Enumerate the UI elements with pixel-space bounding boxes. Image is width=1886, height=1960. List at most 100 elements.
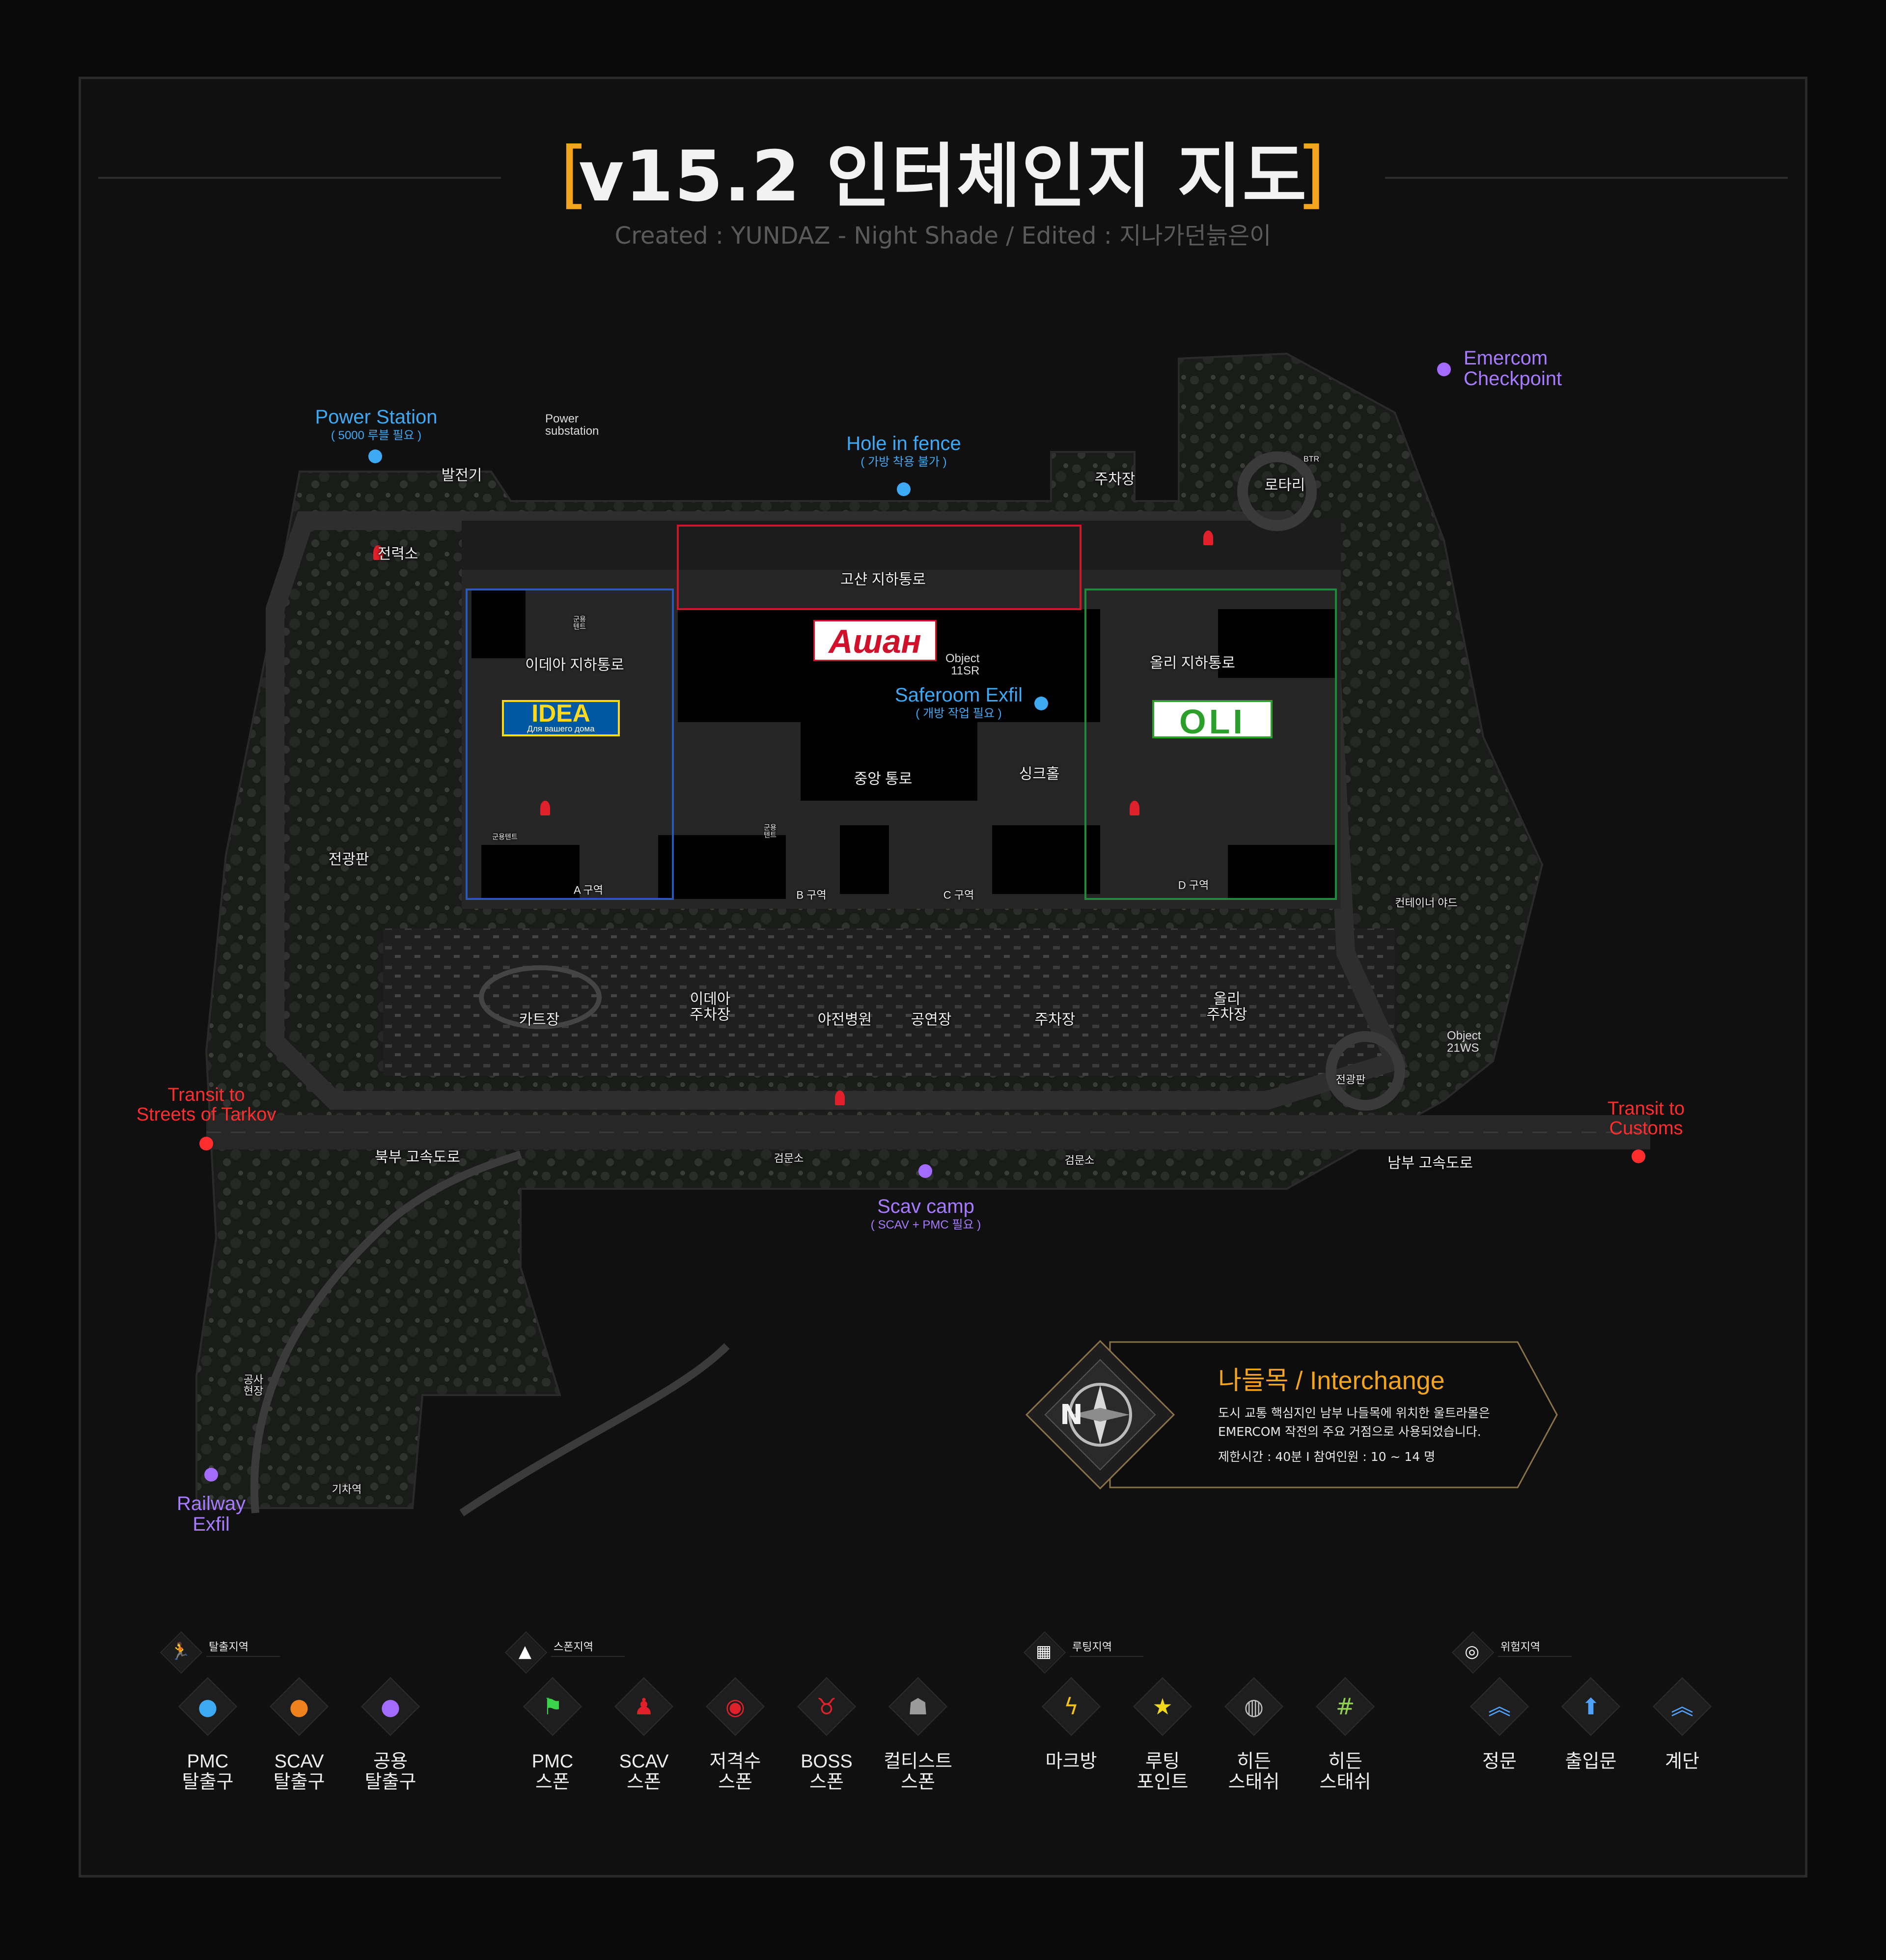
danger-target-icon: ◎	[1465, 1642, 1479, 1661]
legend-item-label: SCAV 스폰	[619, 1751, 669, 1792]
pmc-exit-icon: ●	[197, 1693, 218, 1720]
area-zone-b: B 구역	[796, 889, 827, 901]
area-oli-tunnel: 올리 지하통로	[1150, 655, 1235, 672]
exit-hole-in-fence-note: ( 가방 착용 불가 )	[860, 455, 947, 469]
hidden-stash-grid-icon: #	[1335, 1693, 1355, 1720]
exit-railway[interactable]: Railway Exfil	[176, 1493, 246, 1535]
area-btr: BTR	[1304, 455, 1319, 464]
title-bracket-open: [	[560, 132, 589, 217]
title-bracket-close: ]	[1297, 132, 1326, 217]
area-parking-mid: 주차장	[1034, 1011, 1076, 1028]
map-info-panel: N 나들목 / Interchange 도시 교통 핵심지인 남부 나들목에 위…	[1012, 1336, 1562, 1493]
area-checkpoint: 검문소	[774, 1152, 804, 1165]
exit-transit-customs[interactable]: Transit to Customs	[1608, 1098, 1685, 1139]
pmc-exit-icon[interactable]	[1034, 697, 1048, 710]
transit-exit-icon[interactable]	[199, 1137, 213, 1150]
oli-logo: OLI	[1152, 700, 1273, 741]
exit-saferoom-note: ( 개방 작업 필요 )	[915, 707, 1002, 720]
main-gate-icon: ︽	[1488, 1693, 1511, 1720]
exit-transit-streets[interactable]: Transit to Streets of Tarkov	[136, 1085, 277, 1125]
idea-logo-text: IDEA	[531, 700, 590, 727]
idea-logo: IDEA Для вашего дома	[502, 700, 620, 736]
area-military-tent: 군용 텐트	[764, 823, 777, 839]
exit-power-station[interactable]: Power Station ( 5000 루블 필요 )	[315, 407, 437, 442]
legend-header-title: 루팅지역	[1072, 1641, 1112, 1653]
legend-header-title: 스폰지역	[554, 1641, 593, 1653]
pmc-exit-icon[interactable]	[897, 482, 911, 496]
exit-saferoom[interactable]: Saferoom Exfil ( 개방 작업 필요 )	[895, 685, 1023, 720]
object-11sr[interactable]: Object 11SR	[945, 652, 980, 678]
area-south-highway: 남부 고속도로	[1387, 1155, 1473, 1172]
area-goshan-tunnel: 고샨 지하통로	[840, 571, 926, 588]
cultist-spawn-icon: ☗	[908, 1693, 928, 1720]
area-billboard-east: 전광판	[1335, 1073, 1366, 1086]
area-military-tent: 군용텐트	[492, 833, 518, 841]
legend-item-label: 저격수 스폰	[709, 1751, 761, 1792]
legend-item-label: 히든 스태쉬	[1228, 1751, 1280, 1792]
exit-power-station-note: ( 5000 루블 필요 )	[331, 429, 422, 442]
scav-spawn-marker[interactable]	[1130, 801, 1139, 815]
legend-item-label: BOSS 스폰	[801, 1751, 853, 1792]
area-rotary: 로타리	[1264, 477, 1305, 494]
area-power-plant: 전력소	[377, 546, 418, 562]
legend-item-label: PMC 스폰	[531, 1751, 574, 1792]
sniper-spawn-icon: ◉	[725, 1693, 746, 1720]
shared-exit-icon: ●	[380, 1693, 401, 1720]
area-billboard-west: 전광판	[328, 851, 369, 868]
legend-item-label: 컬티스트 스폰	[884, 1751, 952, 1792]
area-zone-d: D 구역	[1178, 879, 1209, 892]
exit-hole-in-fence[interactable]: Hole in fence ( 가방 착용 불가 )	[846, 433, 961, 468]
exit-runner-icon: 🏃	[169, 1642, 191, 1661]
area-container-yard: 컨테이너 야드	[1395, 896, 1458, 909]
shared-exit-icon[interactable]	[1437, 363, 1451, 376]
scav-spawn-marker[interactable]	[373, 545, 383, 560]
title-rule-right	[1385, 177, 1788, 179]
area-railway-station: 기차역	[332, 1483, 362, 1496]
exit-hole-in-fence-name: Hole in fence	[846, 433, 961, 454]
scav-spawn-marker[interactable]	[835, 1091, 845, 1105]
legend-header-line	[206, 1656, 280, 1657]
shared-exit-icon[interactable]	[918, 1164, 932, 1178]
exit-emercom[interactable]: Emercom Checkpoint	[1464, 347, 1562, 390]
map-name: 나들목 / Interchange	[1218, 1367, 1445, 1395]
scav-spawn-marker[interactable]	[540, 801, 550, 815]
legend-item-label: 히든 스태쉬	[1319, 1751, 1371, 1792]
object-power-substation[interactable]: Power substation	[545, 412, 599, 438]
interchange-map[interactable]: Power Station ( 5000 루블 필요 ) Hole in fen…	[137, 314, 1690, 1535]
legend-header-title: 탈출지역	[209, 1641, 249, 1653]
exit-scav-camp[interactable]: Scav camp ( SCAV + PMC 필요 )	[871, 1196, 981, 1231]
exit-power-station-name: Power Station	[315, 406, 438, 428]
shared-exit-icon[interactable]	[204, 1468, 218, 1482]
legend-item-label: SCAV 탈출구	[273, 1751, 325, 1792]
object-21ws[interactable]: Object 21WS	[1447, 1029, 1481, 1055]
legend-item-label: 계단	[1665, 1751, 1699, 1772]
legend-header-line	[1498, 1656, 1572, 1657]
area-oli-parking: 올리 주차장	[1206, 991, 1248, 1023]
pmc-exit-icon[interactable]	[368, 449, 382, 463]
loot-star-icon: ★	[1152, 1693, 1173, 1720]
area-idea-parking: 이데아 주차장	[690, 991, 731, 1023]
idea-logo-subtext: Для вашего дома	[527, 724, 595, 733]
scav-spawn-icon: ♟	[634, 1693, 654, 1720]
area-checkpoint: 검문소	[1064, 1154, 1095, 1167]
legend-header-title: 위험지역	[1500, 1641, 1540, 1653]
transit-exit-icon[interactable]	[1632, 1149, 1645, 1163]
spawn-person-icon: ▲	[518, 1642, 532, 1661]
page-title: v15.2 인터체인지 지도	[578, 136, 1308, 217]
boss-spawn-icon: ♉	[816, 1693, 837, 1720]
area-generator: 발전기	[441, 467, 482, 484]
map-description: 도시 교통 핵심지인 남부 나들목에 위치한 울트라몰은 EMERCOM 작전의…	[1218, 1406, 1490, 1439]
pmc-spawn-flag-icon: ⚑	[542, 1693, 563, 1720]
hidden-stash-barrel-icon: ◍	[1244, 1693, 1264, 1720]
legend-item-label: PMC 탈출구	[182, 1751, 234, 1792]
marked-room-icon: ϟ	[1063, 1693, 1079, 1720]
area-central-passage: 중앙 통로	[854, 771, 913, 787]
area-idea-tunnel: 이데아 지하통로	[525, 657, 624, 673]
scav-spawn-marker[interactable]	[1203, 531, 1213, 545]
area-zone-c: C 구역	[943, 889, 974, 901]
area-parking-ne: 주차장	[1094, 471, 1136, 488]
stairs-chevron-icon: ︽	[1671, 1693, 1693, 1720]
title-rule-left	[98, 177, 501, 179]
legend-item-label: 마크방	[1045, 1751, 1097, 1772]
legend-item-label: 공용 탈출구	[364, 1751, 416, 1792]
